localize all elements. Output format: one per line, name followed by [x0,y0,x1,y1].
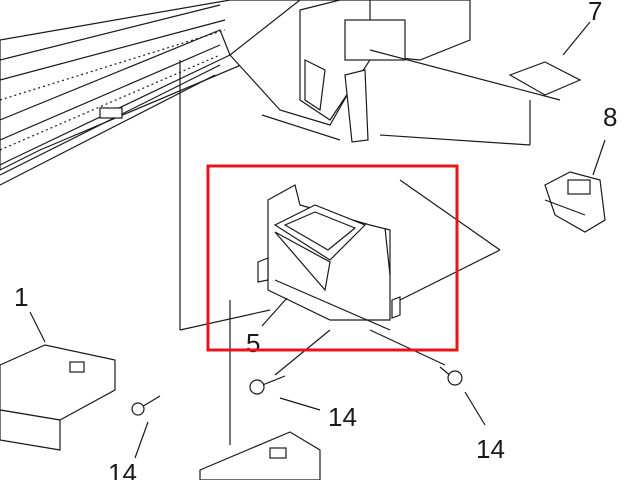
drive-mechanism [229,0,561,146]
callout-7: 7 [588,0,602,26]
highlight-box [206,164,459,352]
part-5-hopper-unit [257,184,401,331]
callout-14-right: 14 [476,434,505,464]
screw-14-left [131,395,161,416]
assembly-guide-lines [179,60,501,445]
part-1-cover [0,344,116,451]
callout-1: 1 [14,282,28,312]
callout-14-left: 14 [108,458,137,480]
rail-assembly [0,0,301,186]
bottom-bracket [199,431,321,480]
part-7-sheet [508,61,582,96]
screw-14-right [439,366,463,386]
part-8-switch [544,171,606,233]
screw-14-center [249,375,286,395]
callout-8: 8 [603,102,617,132]
callout-5: 5 [246,328,260,358]
callout-14-center: 14 [328,402,357,432]
